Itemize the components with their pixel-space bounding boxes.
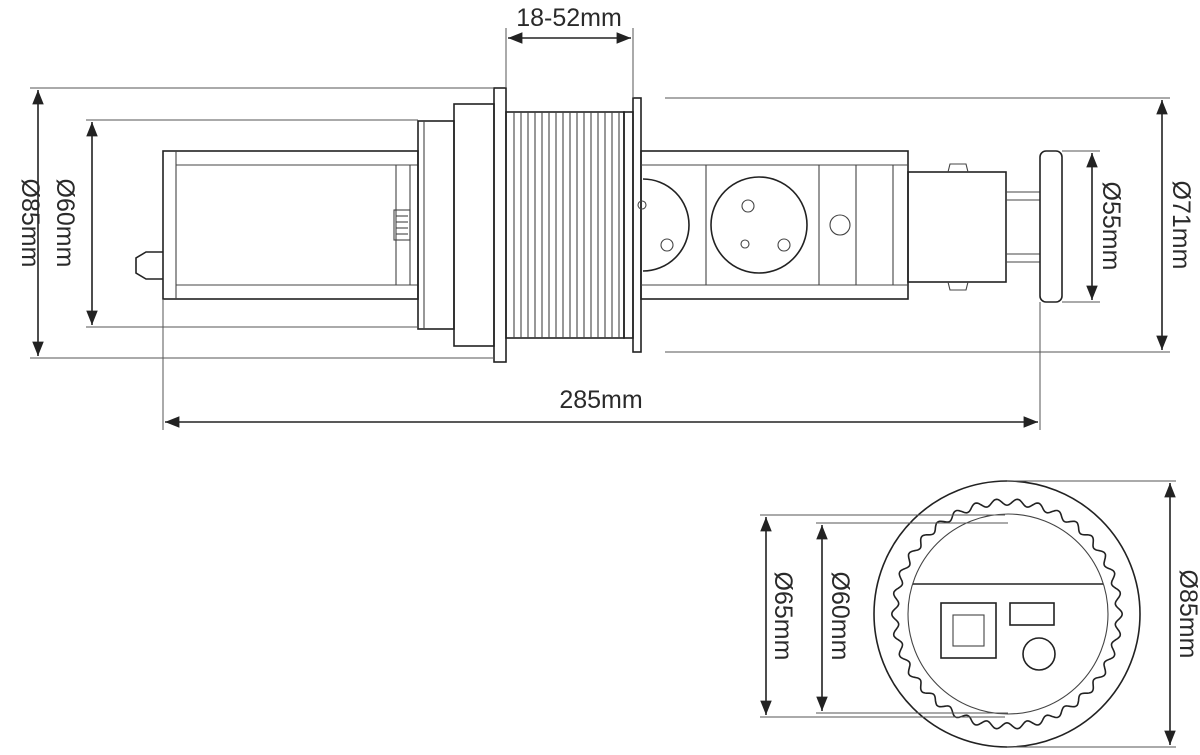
socket-outlet-2 (710, 176, 808, 274)
rear-cylinder (907, 163, 1040, 291)
inner-collar (417, 120, 455, 330)
label-cap-diameter: Ø55mm (1097, 182, 1125, 271)
label-end-diameter-65: Ø65mm (769, 572, 797, 661)
socket-outlet-1 (637, 178, 690, 272)
end-cap (1039, 150, 1063, 303)
label-total-length: 285mm (559, 386, 642, 414)
label-collar-diameter: Ø71mm (1167, 181, 1195, 270)
dimension-lines (30, 28, 1170, 430)
cable-plug (135, 251, 163, 280)
end-view: Ø65mm Ø60mm Ø85mm (760, 480, 1200, 748)
indicator-icon (829, 214, 851, 236)
label-outer-diameter-left: Ø85mm (16, 179, 44, 268)
nut-plate (623, 97, 642, 353)
label-housing-diameter-left: Ø60mm (51, 179, 79, 268)
label-flange-thickness: 18-52mm (516, 4, 622, 32)
outer-ring-85 (873, 480, 1141, 748)
threaded-sleeve (505, 111, 625, 339)
side-view: 18-52mm Ø85mm Ø60mm 285mm Ø71mm Ø55mm (16, 4, 1195, 430)
switch-icon (1009, 602, 1055, 626)
housing-body (162, 150, 419, 300)
label-end-diameter-60: Ø60mm (826, 572, 854, 661)
serrated-ring (890, 498, 1124, 730)
end-view-dimensions (760, 480, 1176, 748)
socket-section (637, 150, 909, 300)
inner-ring-60 (907, 513, 1109, 715)
round-button-icon (1022, 637, 1056, 671)
outer-flange (453, 87, 507, 363)
square-socket-icon (940, 602, 997, 659)
label-end-diameter-85: Ø85mm (1174, 570, 1200, 659)
